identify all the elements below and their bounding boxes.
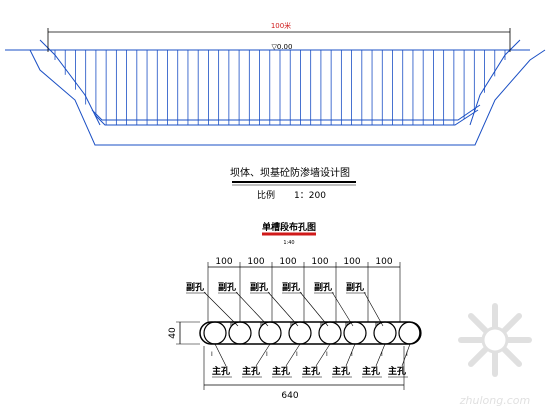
spacing-label: 100 <box>311 257 328 267</box>
secondary-mark: Ⅱ <box>290 321 293 328</box>
secondary-hole-label: 副孔 <box>250 281 268 293</box>
hole-circle <box>258 321 282 345</box>
secondary-leader-line <box>235 291 269 327</box>
watermark-logo-icon <box>458 303 532 377</box>
primary-hole-label: 主孔 <box>272 365 290 377</box>
width-label: 40 <box>168 327 178 339</box>
hole-circle <box>288 321 312 345</box>
primary-hole-label: 主孔 <box>362 365 380 377</box>
hole-circle <box>373 321 397 345</box>
primary-leader-line <box>345 343 356 367</box>
primary-hole-label: 主孔 <box>388 365 406 377</box>
spacing-label: 100 <box>247 257 264 267</box>
watermark: zhulong.com <box>458 303 532 407</box>
primary-mark: Ⅰ <box>211 351 213 358</box>
secondary-mark: Ⅱ <box>375 321 378 328</box>
hole-circle <box>203 321 227 345</box>
primary-leader-line <box>255 343 271 367</box>
hole-circle <box>318 321 342 345</box>
hole-circle <box>343 321 367 345</box>
hole-circle <box>228 321 252 345</box>
hole-circles <box>203 321 422 345</box>
primary-hole-label: 主孔 <box>332 365 350 377</box>
secondary-mark: Ⅱ <box>260 321 263 328</box>
wall-panel-lines <box>54 50 506 125</box>
primary-mark: Ⅰ <box>381 351 383 358</box>
hole-circle <box>398 321 422 345</box>
secondary-hole-label: 副孔 <box>218 281 236 293</box>
watermark-text: zhulong.com <box>459 394 530 407</box>
secondary-leader-line <box>331 291 354 327</box>
primary-hole-label: 主孔 <box>302 365 320 377</box>
primary-hole-label: 主孔 <box>242 365 260 377</box>
wall-bottom-line-inner <box>91 104 481 121</box>
secondary-hole-label: 副孔 <box>314 281 332 293</box>
dimension-label-top: 100米 <box>271 21 291 30</box>
left-bank-line <box>39 39 101 126</box>
water-level-label: ▽0.00 <box>272 43 293 51</box>
secondary-mark: Ⅱ <box>345 321 348 328</box>
secondary-leader-line <box>363 291 384 327</box>
watermark-center <box>481 326 509 354</box>
secondary-mark: Ⅱ <box>320 321 323 328</box>
primary-hole-label: 主孔 <box>212 365 230 377</box>
primary-mark: Ⅰ <box>266 351 268 358</box>
trench-slot <box>199 321 421 345</box>
primary-mark: Ⅰ <box>326 351 328 358</box>
primary-mark: Ⅰ <box>351 351 353 358</box>
secondary-hole-leaders: 副孔 Ⅱ 副孔 Ⅱ 副孔 Ⅱ 副孔 Ⅱ 副孔 Ⅱ 副孔 Ⅱ <box>186 281 384 328</box>
scale-label: 比例 <box>257 189 275 201</box>
spacing-label: 100 <box>343 257 360 267</box>
secondary-hole-label: 副孔 <box>346 281 364 293</box>
trench-hole-layout: 单槽段布孔图 1:40 100 100 100 100 100 100 副孔 Ⅱ 副孔 Ⅱ 副孔 Ⅱ… <box>168 221 422 401</box>
primary-leader-line <box>315 343 331 367</box>
spacing-label: 100 <box>375 257 392 267</box>
secondary-hole-label: 副孔 <box>282 281 300 293</box>
wall-bottom-line <box>94 109 479 126</box>
terrain-line-outer <box>5 49 546 146</box>
secondary-hole-label: 副孔 <box>186 281 204 293</box>
scale-value: 1：200 <box>294 191 326 201</box>
primary-leader-line <box>401 343 411 367</box>
secondary-leader-line <box>299 291 329 327</box>
right-bank-line <box>469 39 521 126</box>
layout-subtitle: 1:40 <box>283 240 294 246</box>
total-length-label: 640 <box>281 391 298 401</box>
spacing-dimension-chain: 100 100 100 100 100 100 <box>207 257 401 322</box>
primary-leader-line <box>214 343 227 367</box>
spacing-label: 100 <box>279 257 296 267</box>
elevation-title: 坝体、坝基砼防渗墙设计图 <box>230 166 350 179</box>
primary-mark: Ⅰ <box>406 351 408 358</box>
cutoff-wall-elevation: 100米 ▽0.00 坝体、坝基砼防渗墙设计图 比例 1：200 <box>5 21 546 201</box>
secondary-leader-line <box>267 291 299 327</box>
secondary-mark: Ⅱ <box>230 321 233 328</box>
secondary-leader-line <box>203 291 239 327</box>
primary-leader-line <box>375 343 386 367</box>
layout-title: 单槽段布孔图 <box>262 221 316 233</box>
primary-leader-line <box>285 343 301 367</box>
spacing-label: 100 <box>215 257 232 267</box>
primary-mark: Ⅰ <box>296 351 298 358</box>
